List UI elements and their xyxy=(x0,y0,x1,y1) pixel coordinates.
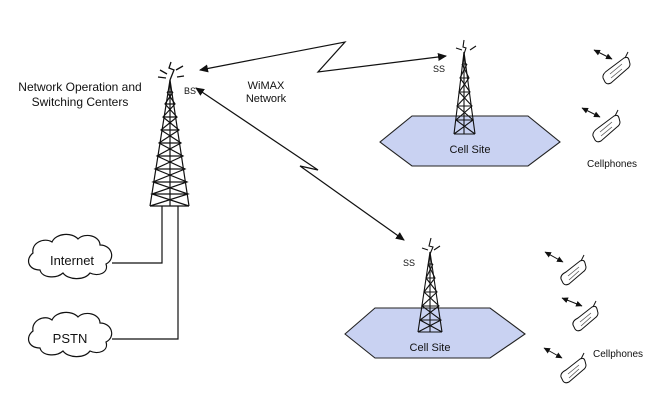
ss-tower-top-icon xyxy=(453,39,477,135)
wimax-link-bottom-arrow-icon xyxy=(195,87,405,241)
pstn-cloud-icon xyxy=(27,311,113,358)
cell-site-top-label: Cell Site xyxy=(450,144,491,156)
cellphones-top-label: Cellphones xyxy=(587,159,637,170)
cellphone-bottom-2-icon xyxy=(561,297,599,332)
noc-label-line2: Switching Centers xyxy=(32,95,129,109)
bs-tower-icon xyxy=(149,79,190,214)
cellphone-top-2-icon xyxy=(581,107,621,143)
bs-antenna-icon xyxy=(157,61,185,81)
ss-top-label: SS xyxy=(433,64,445,74)
wimax-link-top-arrow-icon xyxy=(199,41,447,73)
pstn-label: PSTN xyxy=(53,331,88,346)
noc-label-line1: Network Operation and xyxy=(18,80,141,94)
cellphone-bottom-1-icon xyxy=(544,251,587,286)
wimax-label-line2: Network xyxy=(246,93,287,105)
cell-site-bottom-label: Cell Site xyxy=(410,342,451,354)
bs-label: BS xyxy=(184,86,196,96)
cellphone-bottom-3-icon xyxy=(543,347,587,384)
ss-bottom-label: SS xyxy=(403,258,415,268)
ss-tower-bottom-icon xyxy=(417,237,443,333)
wimax-label-line1: WiMAX xyxy=(248,80,285,92)
internet-label: Internet xyxy=(50,253,94,268)
bs-wiring xyxy=(112,214,179,340)
cell-site-top xyxy=(379,115,561,167)
internet-cloud-icon xyxy=(27,233,113,280)
cellphone-top-1-icon xyxy=(593,49,631,85)
cellphones-bottom-label: Cellphones xyxy=(593,349,643,360)
cell-site-bottom xyxy=(344,307,526,359)
